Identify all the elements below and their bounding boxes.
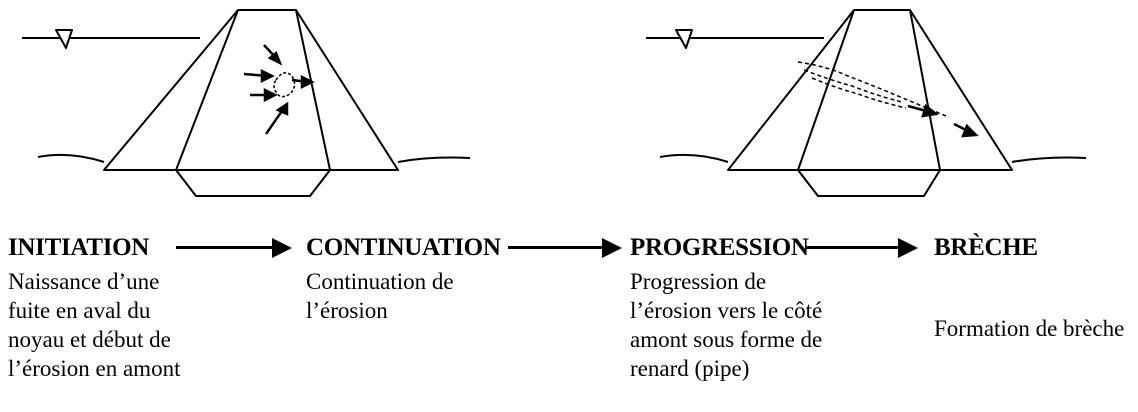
dam-left <box>22 9 471 197</box>
stage-description-progression: Progression de l’érosion vers le côté am… <box>630 267 822 383</box>
flow-arrow-3 <box>806 238 918 258</box>
dam-erosion-diagram <box>22 9 1087 197</box>
description-line: l’érosion <box>306 298 388 323</box>
stage-title-breche: BRÈCHE <box>934 234 1038 261</box>
description-line: Naissance d’une <box>8 269 160 294</box>
dam-core-left <box>175 9 331 171</box>
dam-outline-right <box>727 9 1013 171</box>
ground-line-right-downstream <box>1011 156 1087 163</box>
ground-line-left-upstream <box>37 153 105 163</box>
description-line: l’érosion vers le côté <box>630 298 823 323</box>
dam-right <box>646 9 1087 197</box>
foundation-trench-left <box>175 169 331 197</box>
ground-line-left-downstream <box>397 156 471 163</box>
pipe-arrows <box>907 103 979 138</box>
stage-description-initiation: Naissance d’une fuite en aval du noyau e… <box>8 267 180 383</box>
dam-core-right <box>797 9 941 171</box>
dam-outline-left <box>103 9 399 171</box>
stage-description-breche: Formation de brèche <box>934 314 1124 343</box>
description-line: fuite en aval du <box>8 298 151 323</box>
water-level-marker-left <box>55 29 73 49</box>
flow-arrow-1 <box>176 238 292 258</box>
stage-title-progression: PROGRESSION <box>630 234 809 261</box>
ground-line-right-upstream <box>659 153 729 163</box>
description-line: Continuation de <box>306 269 454 294</box>
description-line: amont sous forme de <box>630 327 823 352</box>
stage-title-continuation: CONTINUATION <box>306 234 501 261</box>
description-line: Progression de <box>630 269 767 294</box>
stage-title-initiation: INITIATION <box>8 234 150 261</box>
description-line: Formation de brèche <box>934 316 1125 341</box>
stage-description-continuation: Continuation de l’érosion <box>306 267 454 325</box>
description-line: l’érosion en amont <box>8 356 181 381</box>
leak-arrows <box>243 44 315 135</box>
pipe-erosion-path <box>797 61 947 117</box>
description-line: noyau et début de <box>8 327 171 352</box>
water-level-marker-right <box>675 29 693 49</box>
flow-arrow-2 <box>508 238 622 258</box>
erosion-spot <box>273 72 296 98</box>
description-line: renard (pipe) <box>630 356 750 381</box>
foundation-trench-right <box>797 169 941 197</box>
